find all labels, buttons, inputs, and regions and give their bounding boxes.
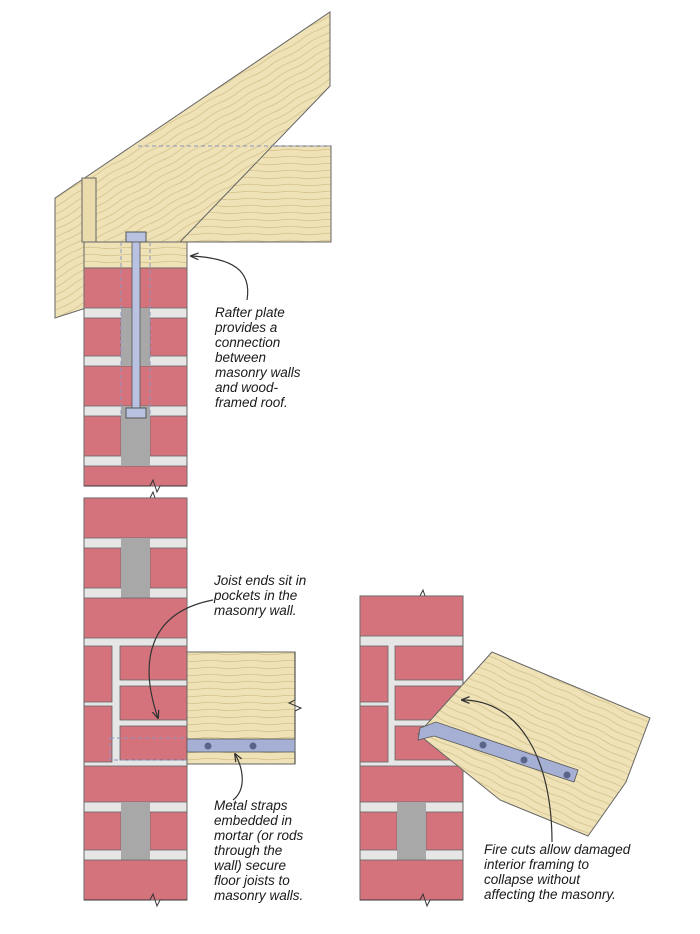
grouted-core [397, 802, 426, 860]
brick [149, 547, 188, 589]
brick [83, 765, 188, 803]
strap-bolt [204, 742, 212, 750]
floor-joist [186, 651, 303, 765]
anchor-bolt [131, 241, 141, 419]
brick [359, 765, 464, 803]
fascia-board [81, 177, 97, 243]
strap-bolt [563, 771, 571, 779]
brick [83, 811, 122, 851]
brick [359, 645, 389, 703]
brick [83, 465, 188, 487]
brick [359, 705, 389, 763]
upper-masonry-wall [83, 241, 188, 494]
callout-fire-cuts: Fire cuts allow damaged interior framing… [484, 842, 631, 902]
leader-joist-pockets [148, 599, 214, 718]
metal-strap [186, 738, 296, 753]
brick [394, 645, 464, 681]
brick [83, 415, 122, 457]
brick [119, 645, 188, 681]
brick [149, 415, 188, 457]
callout-metal-straps: Metal straps embedded in mortar (or rods… [214, 798, 304, 903]
brick [119, 725, 188, 761]
strap-bolt [479, 741, 487, 749]
grouted-core [121, 538, 150, 598]
brick [359, 811, 398, 851]
metal-strap [417, 721, 579, 783]
leader-lines [148, 256, 553, 843]
collapsed-joist [417, 651, 651, 837]
brick [149, 317, 188, 357]
brick [149, 811, 188, 851]
strap-bolt [249, 742, 257, 750]
brick [83, 645, 113, 703]
leader-fire-cuts [462, 700, 553, 843]
strap-bolt [520, 756, 528, 764]
brick [359, 595, 464, 637]
lower-masonry-wall [83, 490, 188, 908]
brick [83, 547, 122, 589]
leader-metal-straps [232, 754, 243, 801]
brick [83, 597, 188, 639]
brick [359, 859, 464, 901]
brick [83, 317, 122, 357]
callout-joist-pockets: Joist ends sit in pockets in the masonry… [214, 573, 307, 618]
brick [425, 811, 464, 851]
brick [83, 497, 188, 539]
leader-rafter-plate [191, 256, 249, 301]
anchor-bolt-nut-top [125, 231, 147, 243]
brick [83, 705, 113, 763]
anchor-bolt-nut-bottom [125, 407, 147, 419]
callout-rafter-plate: Rafter plate provides a connection betwe… [215, 305, 301, 410]
grouted-core [121, 802, 150, 860]
brick [83, 859, 188, 901]
